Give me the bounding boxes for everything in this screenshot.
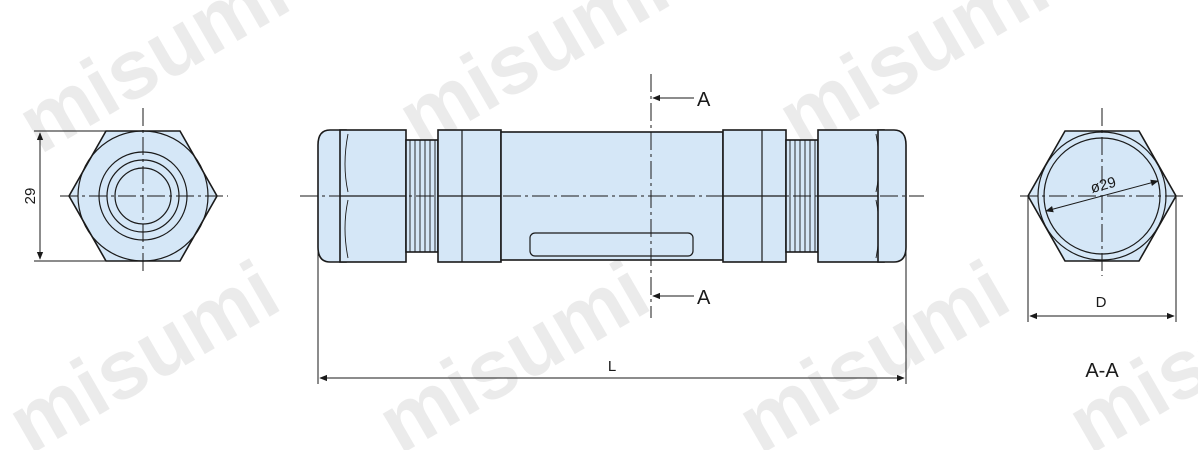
section-view: ø29 D A-A <box>1020 108 1186 382</box>
body-slot <box>529 232 694 257</box>
watermark-text: misumi <box>362 242 664 450</box>
section-mark-bottom: A <box>697 287 711 309</box>
dimension-29-label: 29 <box>22 188 39 205</box>
length-label: L <box>608 358 616 375</box>
width-label: D <box>1096 294 1107 311</box>
nut-chamfer <box>344 133 349 259</box>
section-title: A-A <box>1085 360 1119 382</box>
side-view: A A L <box>300 74 924 384</box>
end-view: 29 <box>22 108 228 274</box>
section-mark-top: A <box>697 89 711 111</box>
watermark-text: misumi <box>0 242 294 450</box>
diameter-label: ø29 <box>1089 174 1118 197</box>
diameter-dimension-line <box>1045 179 1159 213</box>
watermark-text: misumi <box>722 242 1024 450</box>
